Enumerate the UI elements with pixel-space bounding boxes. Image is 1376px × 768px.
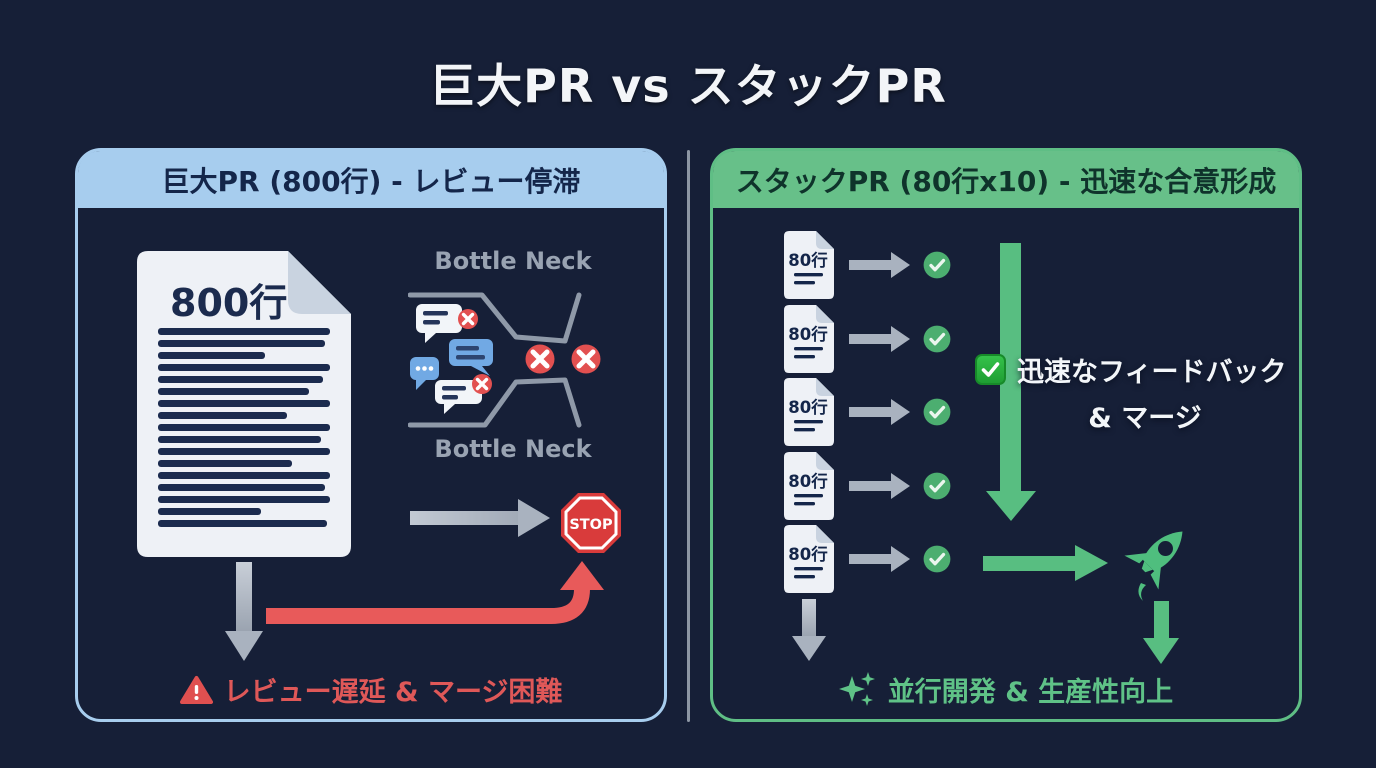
- document-line: [158, 364, 330, 371]
- panel-divider: [687, 150, 690, 722]
- pr-arrow-head-icon: [891, 325, 910, 352]
- pr-arrow-icon: [849, 260, 891, 270]
- document-line: [158, 496, 330, 503]
- stack-down-arrow-head-icon: [792, 636, 826, 661]
- chat-bubble-blue-icon: [449, 339, 493, 376]
- document-line: [158, 328, 330, 335]
- pr-arrow-head-icon: [891, 399, 910, 425]
- document-line: [158, 388, 310, 395]
- bottleneck-label-bottom: Bottle Neck: [434, 435, 592, 463]
- pr-document-icon: 80行: [784, 451, 834, 520]
- document-down-arrow-head-icon: [225, 631, 263, 661]
- feedback-text-line2: & マージ: [1088, 403, 1202, 434]
- pr-arrow-head-icon: [891, 472, 910, 499]
- review-arrow-head-icon: [518, 499, 550, 537]
- document-line: [158, 520, 327, 527]
- bottleneck-label-top: Bottle Neck: [434, 247, 592, 275]
- chat-bubble-dots-icon: [410, 357, 439, 390]
- giant-pr-panel: 巨大PR (800行) - レビュー停滞 800行 Bottle Neck: [75, 148, 667, 722]
- approved-check-icon: [923, 325, 951, 353]
- approved-check-icon: [923, 472, 951, 500]
- document-down-arrow-icon: [236, 562, 252, 632]
- document-line: [158, 412, 287, 419]
- ship-arrow-head-icon: [1075, 545, 1108, 581]
- stacked-pr-panel: スタックPR (80行x10) - 迅速な合意形成 80行 80行: [710, 148, 1302, 722]
- bottleneck-funnel-icon: [408, 292, 601, 428]
- check-emoji-icon: [975, 354, 1006, 385]
- pr-row: 80行: [783, 304, 951, 374]
- merge-retry-arrow-icon: [266, 561, 604, 624]
- approved-check-icon: [923, 251, 951, 279]
- document-line: [158, 484, 325, 491]
- pr-document-icon: 80行: [784, 378, 834, 446]
- approved-check-icon: [923, 398, 951, 426]
- pr-doc-label: 80行: [788, 471, 828, 491]
- document-line: [158, 508, 262, 515]
- rocket-icon: [1113, 517, 1201, 609]
- stop-sign-icon: STOP: [559, 491, 623, 559]
- stop-sign-label: STOP: [569, 517, 613, 533]
- pr-row: 80行: [783, 377, 951, 447]
- pr-arrow-icon: [849, 480, 891, 491]
- funnel-lines: [408, 292, 582, 428]
- left-footer-text: レビュー遅延 & マージ困難: [223, 677, 563, 708]
- pr-doc-label: 80行: [788, 544, 828, 564]
- feedback-text-line1: 迅速なフィードバック: [1017, 357, 1287, 388]
- pr-arrow-head-icon: [891, 546, 910, 572]
- document-line: [158, 400, 330, 407]
- big-document-icon: 800行: [136, 250, 352, 558]
- review-arrow-icon: [410, 511, 518, 525]
- document-line: [158, 340, 325, 347]
- document-line: [158, 352, 265, 359]
- document-line-count-label: 800行: [170, 281, 288, 325]
- document-line: [158, 460, 293, 467]
- warning-icon: [179, 675, 213, 704]
- stacked-pr-panel-header: スタックPR (80行x10) - 迅速な合意形成: [713, 151, 1299, 208]
- pr-row: 80行: [783, 230, 951, 300]
- pr-row: 80行: [783, 524, 951, 594]
- feedback-note: 迅速なフィードバック & マージ: [975, 350, 1315, 435]
- document-line: [158, 424, 330, 431]
- document-line: [158, 376, 324, 383]
- error-x-icon: [525, 344, 555, 374]
- pr-doc-label: 80行: [788, 397, 828, 417]
- left-footer: レビュー遅延 & マージ困難: [78, 670, 664, 709]
- document-line: [158, 448, 330, 455]
- document-line: [158, 472, 330, 479]
- chat-bubble-white-1-icon: [416, 304, 478, 343]
- rocket-down-arrow-icon: [1154, 601, 1169, 639]
- pr-arrow-icon: [849, 554, 891, 564]
- merge-flow-arrow-head-icon: [986, 491, 1036, 521]
- right-footer: 並行開発 & 生産性向上: [713, 670, 1299, 709]
- stack-down-arrow-icon: [802, 599, 816, 637]
- pr-doc-label: 80行: [788, 250, 828, 270]
- document-text-lines: [158, 328, 330, 544]
- pr-doc-label: 80行: [788, 324, 828, 344]
- page-title: 巨大PR vs スタックPR: [429, 59, 947, 113]
- chat-bubble-white-2-icon: [435, 374, 492, 414]
- error-x-icon: [571, 344, 601, 374]
- approved-check-icon: [923, 545, 951, 573]
- pr-arrow-icon: [849, 333, 891, 344]
- document-line: [158, 436, 322, 443]
- merge-flow-arrow-icon: [1000, 243, 1021, 491]
- right-footer-text: 並行開発 & 生産性向上: [887, 677, 1174, 708]
- rocket-down-arrow-head-icon: [1143, 638, 1179, 664]
- pr-row: 80行: [783, 451, 951, 521]
- ship-arrow-icon: [983, 556, 1075, 571]
- pr-document-icon: 80行: [784, 304, 834, 373]
- pr-arrow-icon: [849, 407, 891, 417]
- pr-document-icon: 80行: [784, 231, 834, 299]
- pr-arrow-head-icon: [891, 252, 910, 278]
- giant-pr-panel-header: 巨大PR (800行) - レビュー停滞: [78, 151, 664, 208]
- rocket-flame-icon: [1138, 583, 1146, 601]
- pr-document-icon: 80行: [784, 525, 834, 593]
- sparkles-icon: [838, 671, 875, 706]
